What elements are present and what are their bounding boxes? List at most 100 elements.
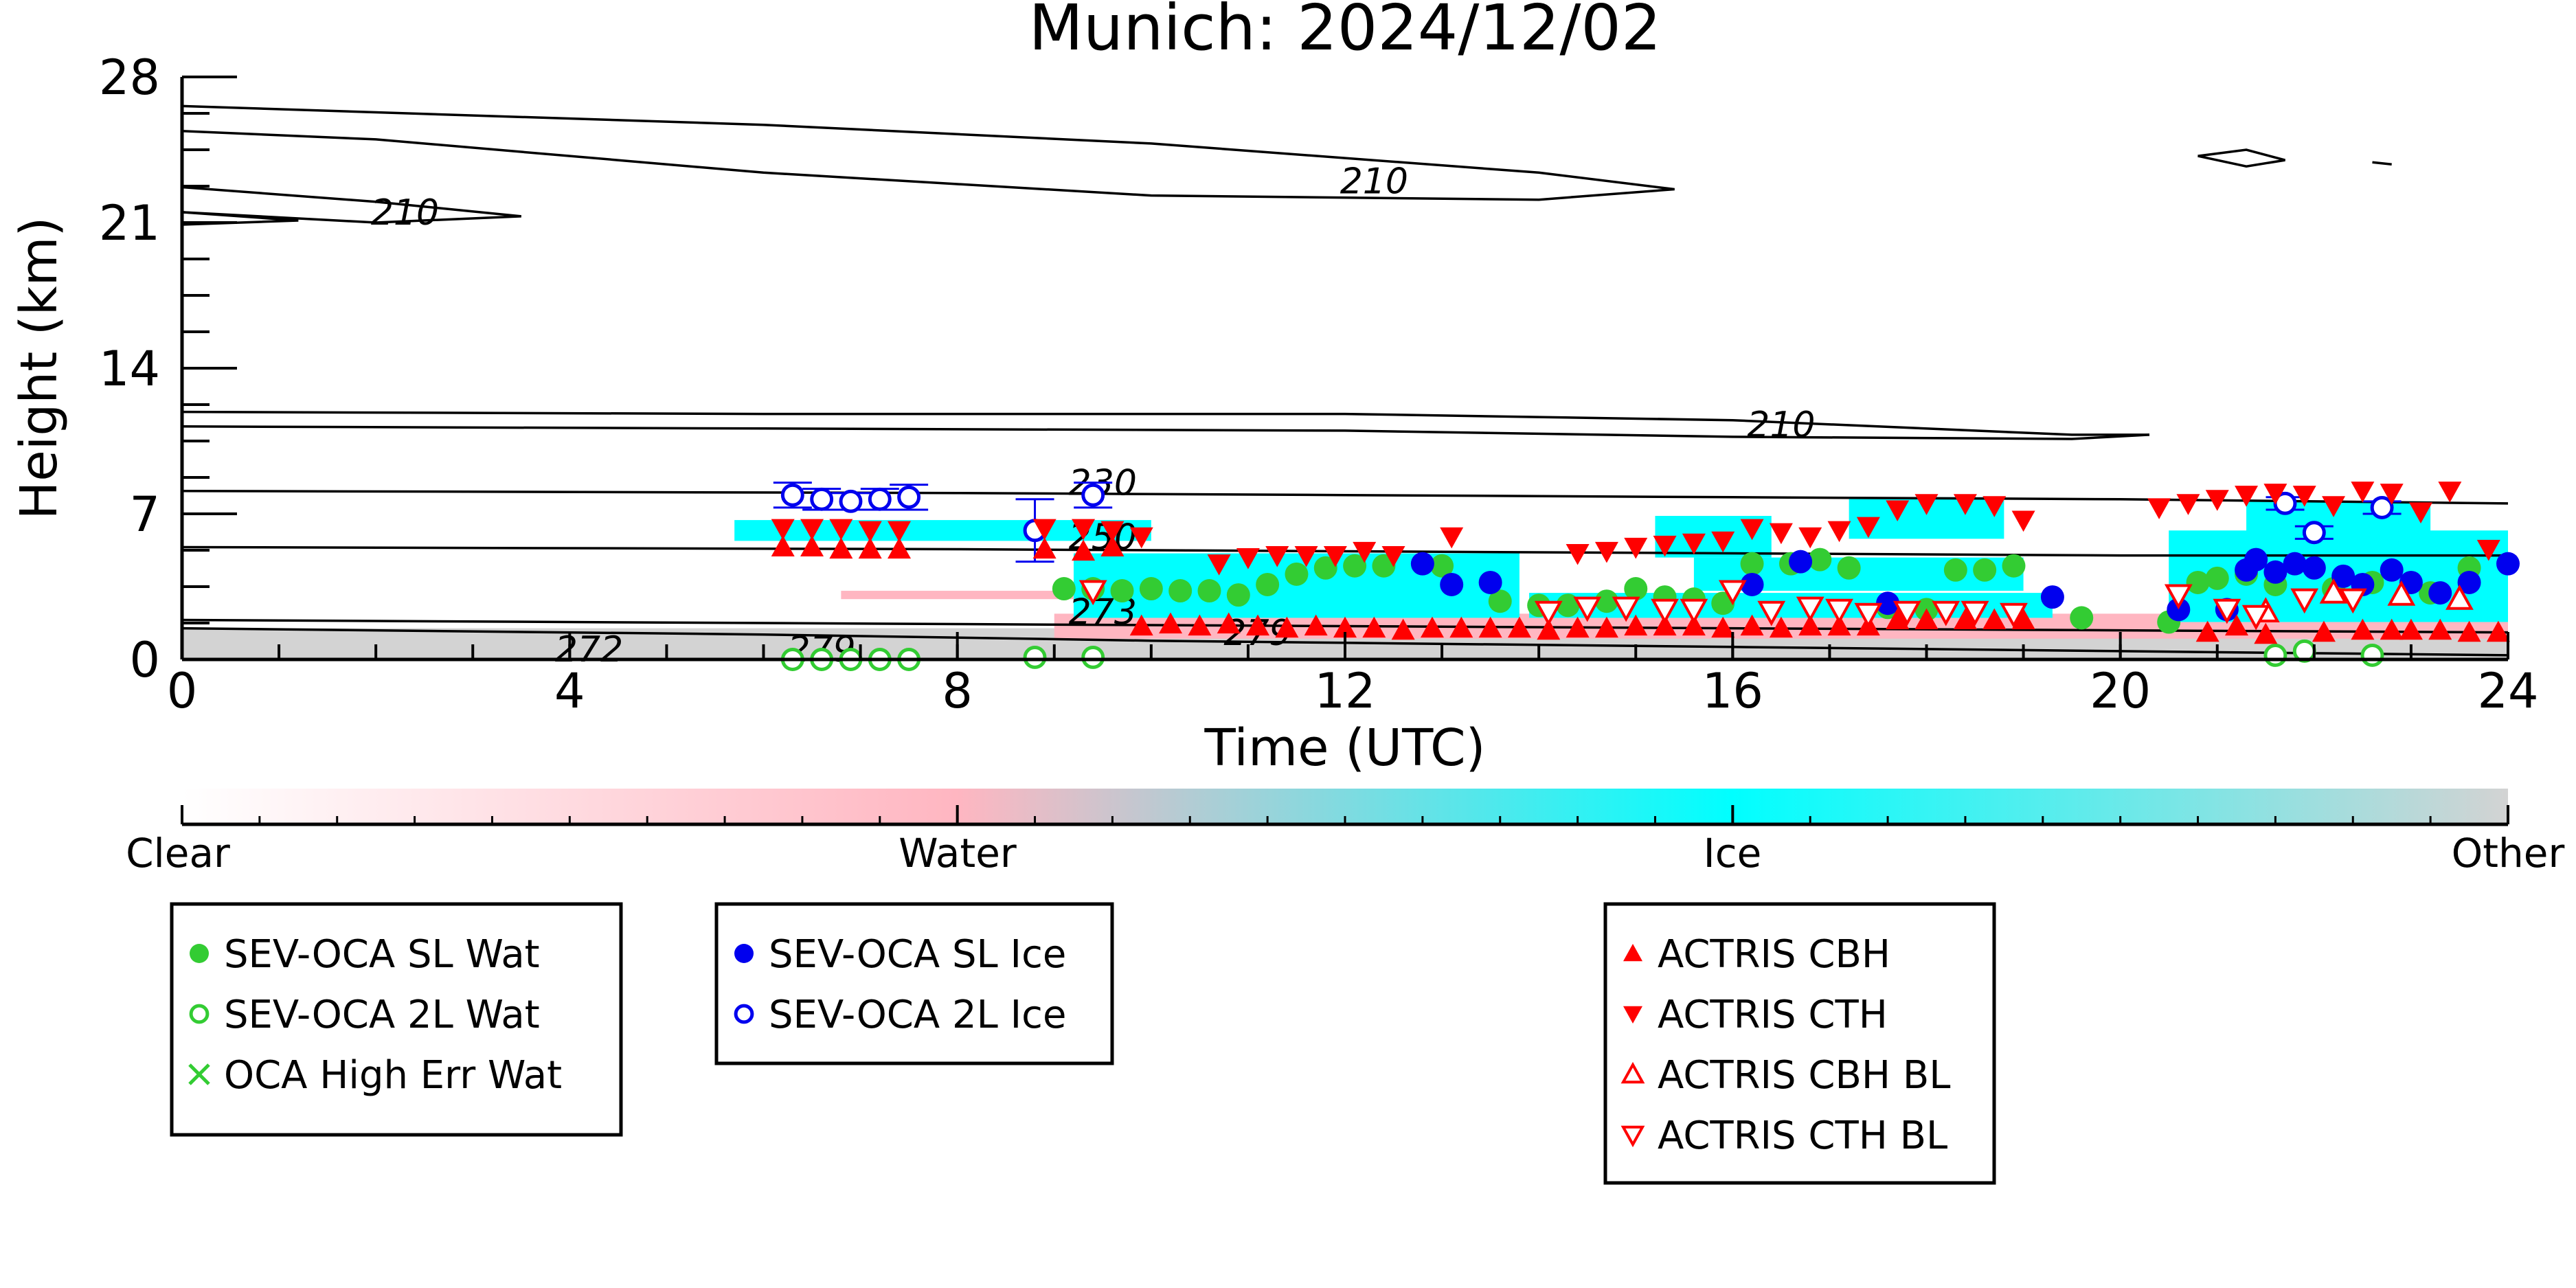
- sev-oca-sl-wat-point: [2002, 554, 2026, 578]
- sev-oca-sl-ice-point: [2428, 581, 2452, 605]
- actris-cth-point: [1914, 494, 1939, 515]
- x-tick-label: 24: [2477, 663, 2538, 719]
- actris-cbh-bl-point: [2319, 578, 2348, 604]
- actris-cth-bl-point: [1718, 580, 1747, 606]
- sev-oca-sl-ice-point: [2380, 558, 2404, 582]
- legend-label: SEV-OCA 2L Wat: [224, 993, 540, 1037]
- legend-label: ACTRIS CTH: [1658, 993, 1888, 1037]
- actris-cbh-point: [1100, 535, 1125, 557]
- actris-cbh-point: [888, 537, 912, 559]
- sev-oca-sl-ice-point: [2167, 598, 2191, 622]
- sev-oca-sl-wat-point: [2186, 570, 2210, 594]
- actris-cbh-bl-point: [2387, 580, 2416, 606]
- sev-oca-2l-wat-point: [2263, 643, 2287, 667]
- actris-cth-point: [1953, 494, 1977, 515]
- legend-frame: [1603, 902, 1996, 1185]
- legend-label: SEV-OCA SL Ice: [769, 932, 1066, 977]
- actris-cbh-point: [1798, 614, 1822, 636]
- actris-cbh-point: [1129, 614, 1153, 636]
- sev-oca-sl-wat-point: [1808, 547, 1832, 572]
- actris-cth-bl-point: [1796, 596, 1824, 622]
- actris-cbh-point: [1914, 608, 1939, 630]
- sev-oca-2l-ice-point: [780, 483, 804, 507]
- contour-label: 210: [371, 192, 439, 234]
- chart-title: Munich: 2024/12/02: [1029, 0, 1662, 65]
- sev-oca-sl-wat-point: [1168, 579, 1193, 603]
- sev-oca-2l-ice-point: [868, 487, 892, 511]
- sev-oca-sl-ice-point: [2263, 560, 2287, 584]
- actris-cth-point: [1100, 521, 1125, 543]
- actris-cth-point: [1856, 517, 1880, 539]
- sev-oca-2l-ice-point: [2302, 521, 2326, 545]
- actris-cth-point: [1236, 548, 1260, 569]
- actris-cbh-point: [2486, 620, 2510, 642]
- sev-oca-sl-wat-point: [1313, 556, 1337, 580]
- y-tick-label: 14: [99, 341, 160, 397]
- actris-cth-point: [1827, 521, 1851, 543]
- y-tick-label: 28: [99, 49, 160, 106]
- actris-cth-point: [2147, 498, 2171, 519]
- actris-cbh-point: [1246, 614, 1270, 636]
- actris-cth-bl-point: [1651, 598, 1679, 624]
- actris-cbh-point: [800, 535, 824, 557]
- actris-cbh-point: [1217, 612, 1241, 634]
- actris-cth-bl-point: [1825, 598, 1853, 624]
- colorbar-label-water: Water: [899, 830, 1017, 877]
- actris-cbh-point: [2011, 608, 2035, 630]
- sev-oca-sl-ice-point: [1740, 572, 1764, 596]
- actris-cth-bl-point: [2164, 584, 2193, 610]
- actris-cth-point: [858, 521, 882, 543]
- contour-line: [182, 618, 2508, 634]
- sev-oca-sl-ice-point: [2457, 570, 2481, 594]
- actris-cth-bl-point: [2241, 605, 2270, 631]
- colorbar-label-other: Other: [2452, 830, 2565, 877]
- actris-cth-point: [2011, 510, 2035, 532]
- sev-oca-sl-wat-point: [2070, 606, 2094, 630]
- actris-cbh-point: [2428, 618, 2452, 640]
- actris-cth-point: [2292, 486, 2316, 507]
- actris-cth-point: [1072, 519, 1096, 541]
- actris-cbh-point: [858, 537, 882, 559]
- sev-oca-2l-ice-point: [839, 489, 863, 513]
- actris-cbh-point: [1188, 614, 1212, 636]
- x-tick-label: 20: [2090, 663, 2151, 719]
- actris-cbh-point: [1275, 616, 1299, 638]
- actris-cth-bl-point: [1534, 600, 1563, 626]
- sev-oca-2l-ice-point: [2370, 495, 2394, 519]
- actris-cbh-point: [1740, 614, 1764, 636]
- actris-cbh-point: [1769, 616, 1793, 638]
- sev-oca-sl-wat-point: [1837, 556, 1861, 580]
- legend-label: SEV-OCA SL Wat: [224, 932, 540, 977]
- actris-cbh-point: [2195, 620, 2219, 642]
- legend-marker: [734, 1004, 754, 1024]
- actris-cth-point: [829, 519, 853, 541]
- actris-cth-bl-point: [1854, 602, 1883, 629]
- legend-marker: [189, 1004, 210, 1024]
- actris-cbh-point: [1594, 616, 1618, 638]
- sev-oca-sl-wat-point: [1943, 558, 1967, 582]
- actris-cth-bl-point: [1932, 600, 1961, 626]
- colorbar-label-ice: Ice: [1704, 830, 1762, 877]
- actris-cth-point: [1265, 545, 1289, 567]
- actris-cbh-point: [1420, 616, 1444, 638]
- sev-oca-sl-ice-point: [1478, 570, 1502, 594]
- actris-cth-bl-point: [2338, 588, 2367, 614]
- actris-cth-point: [2205, 490, 2229, 511]
- actris-cth-point: [1624, 537, 1648, 559]
- contour-label: 272: [555, 629, 623, 670]
- legend-label: ACTRIS CTH BL: [1658, 1114, 1947, 1158]
- legend-label: ACTRIS CBH: [1658, 932, 1890, 977]
- sev-oca-sl-wat-point: [2205, 566, 2229, 590]
- legend-marker: [734, 944, 754, 963]
- actris-cth-point: [1594, 541, 1618, 563]
- legend-marker: [1620, 1125, 1645, 1148]
- contour-line: [182, 185, 521, 224]
- actris-cth-bl-point: [1612, 596, 1640, 622]
- sev-oca-2l-wat-point: [1023, 646, 1047, 669]
- legend-marker: [190, 944, 209, 963]
- x-tick-label: 12: [1314, 663, 1375, 719]
- contour-line: [2197, 148, 2285, 168]
- sev-oca-sl-ice-point: [2331, 564, 2355, 588]
- sev-oca-sl-wat-point: [1285, 562, 1309, 586]
